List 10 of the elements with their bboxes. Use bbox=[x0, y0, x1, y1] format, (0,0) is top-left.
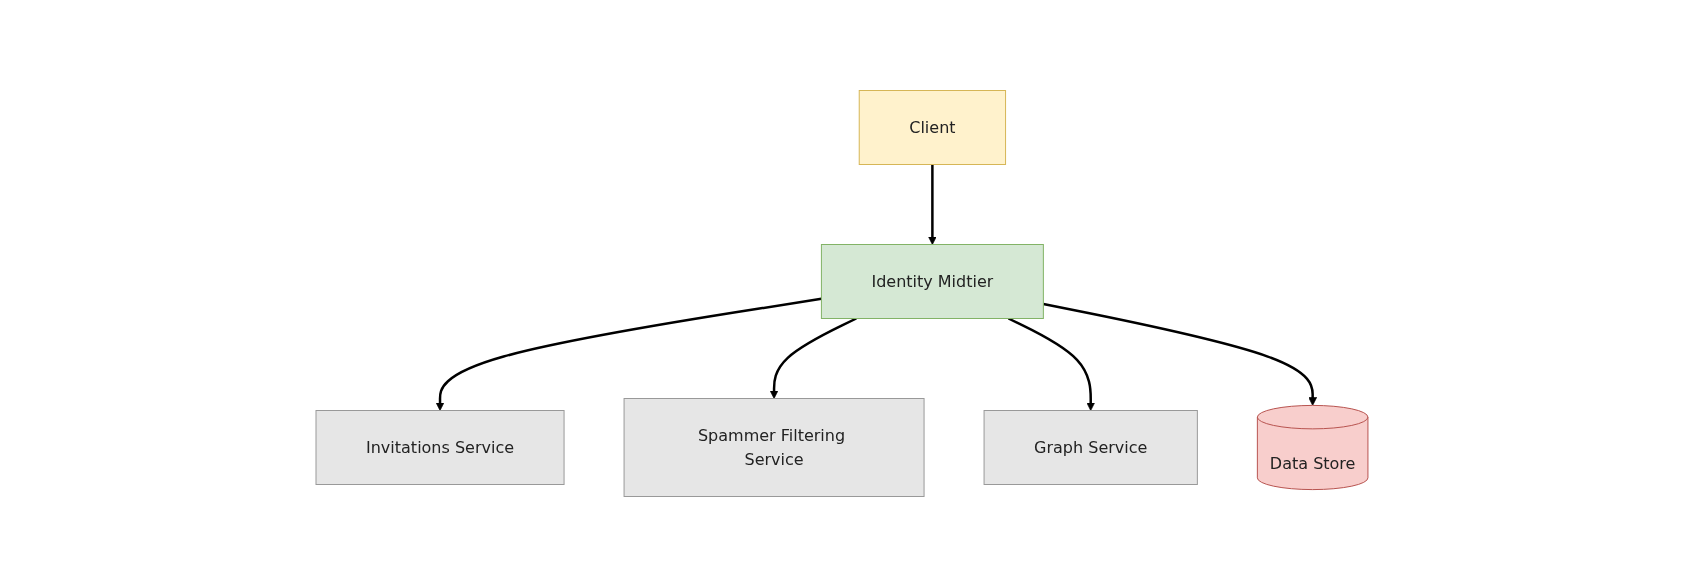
arrow bbox=[1007, 317, 1096, 411]
arrow bbox=[769, 317, 857, 399]
arrow bbox=[928, 164, 937, 245]
node-box: Client bbox=[858, 90, 1007, 165]
node-box: Invitations Service bbox=[315, 410, 565, 485]
node-box: Graph Service bbox=[983, 410, 1198, 485]
arrow bbox=[1043, 302, 1318, 406]
node-box: Identity Midtier bbox=[820, 244, 1044, 319]
arrow bbox=[435, 297, 822, 411]
node-box: Spammer Filtering Service bbox=[623, 398, 925, 497]
